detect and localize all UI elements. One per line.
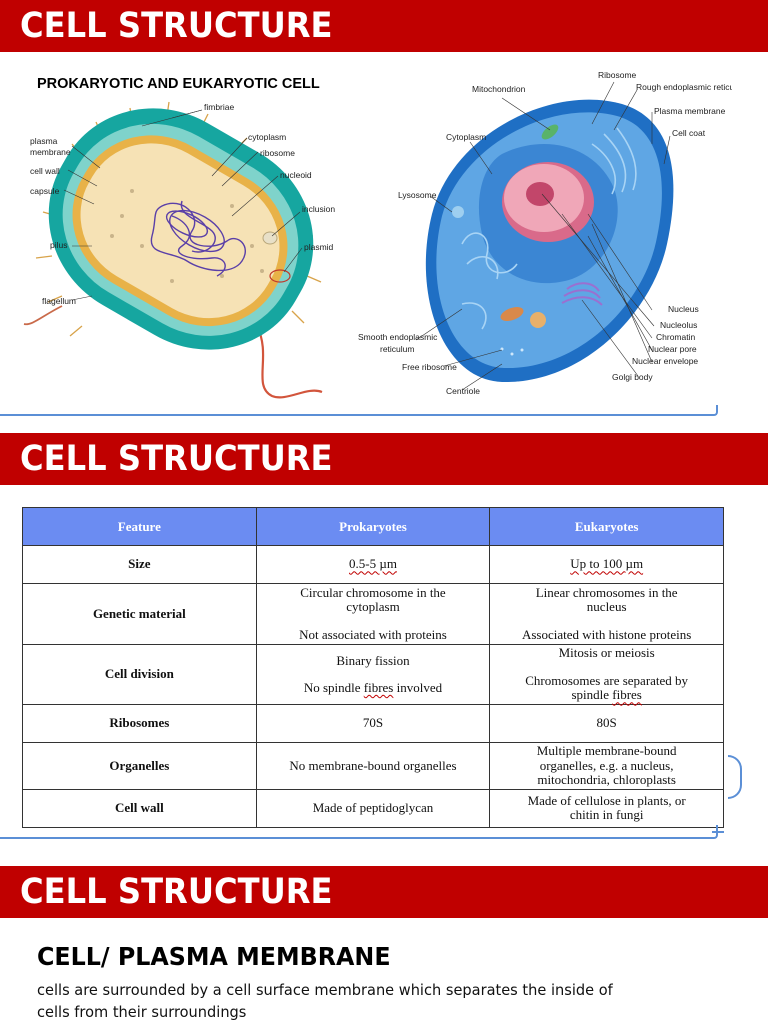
eukaryote-illustration: Mitochondrion Ribosome Rough endoplasmic… xyxy=(358,70,732,396)
label-nucleolus: Nucleolus xyxy=(660,320,697,330)
prokaryotic-cell-diagram: fimbriae plasma membrane cell wall capsu… xyxy=(22,96,340,400)
label-inclusion: inclusion xyxy=(302,204,335,214)
slide-2: CELL STRUCTURE Feature Prokaryotes Eukar… xyxy=(0,433,768,851)
label-smooth-er-2: reticulum xyxy=(380,344,414,354)
title-banner: CELL STRUCTURE xyxy=(0,866,768,918)
prokaryote-illustration: fimbriae plasma membrane cell wall capsu… xyxy=(23,101,335,399)
slide-accent-bracket xyxy=(0,825,718,839)
row-feature: Organelles xyxy=(22,742,257,790)
row-feature: Cell wall xyxy=(22,788,257,828)
label-lysosome: Lysosome xyxy=(398,190,437,200)
table-row: Cell wall Made of peptidoglycan Made of … xyxy=(22,788,724,828)
label-cell-wall: cell wall xyxy=(30,166,60,176)
cell-euk: Multiple membrane-bound organelles, e.g.… xyxy=(489,742,724,790)
label-chromatin: Chromatin xyxy=(656,332,695,342)
label-plasmid: plasmid xyxy=(304,242,334,252)
label-plasma-membrane: Plasma membrane xyxy=(654,106,726,116)
row-feature: Ribosomes xyxy=(22,704,257,743)
cell-prok: Binary fission No spindle fibres involve… xyxy=(255,644,491,705)
label-cytoplasm-euk: Cytoplasm xyxy=(446,132,486,142)
slide-title: CELL STRUCTURE xyxy=(20,872,333,912)
label-ribosome-euk: Ribosome xyxy=(598,70,637,80)
slide-3: CELL STRUCTURE CELL/ PLASMA MEMBRANE cel… xyxy=(0,866,768,1024)
slide-1: CELL STRUCTURE PROKARYOTIC AND EUKARYOTI… xyxy=(0,0,768,418)
cell-euk: Mitosis or meiosis Chromosomes are separ… xyxy=(489,644,724,705)
cell-prok: 0.5-5 µm xyxy=(255,545,491,584)
title-banner: CELL STRUCTURE xyxy=(0,0,768,52)
label-nucleus: Nucleus xyxy=(668,304,699,314)
diagram-subtitle: PROKARYOTIC AND EUKARYOTIC CELL xyxy=(37,76,320,92)
comparison-table: Feature Prokaryotes Eukaryotes Size 0.5-… xyxy=(22,507,724,828)
eukaryotic-cell-diagram: Mitochondrion Ribosome Rough endoplasmic… xyxy=(352,64,732,404)
slide-accent-curve xyxy=(728,755,742,799)
slide-title: CELL STRUCTURE xyxy=(20,6,333,46)
slide-accent-notch xyxy=(712,831,724,833)
label-free-ribosome: Free ribosome xyxy=(402,362,457,372)
label-ribosome: ribosome xyxy=(260,148,295,158)
section-heading: CELL/ PLASMA MEMBRANE xyxy=(37,942,391,971)
table-row: Organelles No membrane-bound organelles … xyxy=(22,742,724,790)
label-plasma-1: plasma xyxy=(30,136,58,146)
label-cytoplasm: cytoplasm xyxy=(248,132,286,142)
cell-euk: 80S xyxy=(489,704,724,743)
section-text: cells are surrounded by a cell surface m… xyxy=(37,981,613,1021)
table-row: Genetic material Circular chromosome in … xyxy=(22,583,724,645)
slide-title: CELL STRUCTURE xyxy=(20,439,333,479)
cell-euk: Up to 100 µm xyxy=(489,545,724,584)
table-header-row: Feature Prokaryotes Eukaryotes xyxy=(22,507,724,546)
header-eukaryotes: Eukaryotes xyxy=(489,507,724,546)
title-banner: CELL STRUCTURE xyxy=(0,433,768,485)
slide-accent-bracket xyxy=(0,405,718,416)
label-nuclear-envelope: Nuclear envelope xyxy=(632,356,698,366)
label-golgi-body: Golgi body xyxy=(612,372,653,382)
label-nucleoid: nucleoid xyxy=(280,170,312,180)
label-centriole: Centriole xyxy=(446,386,480,396)
header-prokaryotes: Prokaryotes xyxy=(255,507,491,546)
label-pilus: pilus xyxy=(50,240,67,250)
label-plasma-2: membrane xyxy=(30,147,71,157)
cell-prok: 70S xyxy=(255,704,491,743)
label-nuclear-pore: Nuclear pore xyxy=(648,344,697,354)
row-feature: Genetic material xyxy=(22,583,257,645)
cell-prok: Made of peptidoglycan xyxy=(255,788,491,828)
row-feature: Cell division xyxy=(22,644,257,705)
table-row: Cell division Binary fission No spindle … xyxy=(22,644,724,705)
table-row: Ribosomes 70S 80S xyxy=(22,704,724,743)
label-flagellum: flagellum xyxy=(42,296,76,306)
label-mitochondrion: Mitochondrion xyxy=(472,84,526,94)
header-feature: Feature xyxy=(22,507,257,546)
table-row: Size 0.5-5 µm Up to 100 µm xyxy=(22,545,724,584)
label-smooth-er-1: Smooth endoplasmic xyxy=(358,332,438,342)
label-rough-er: Rough endoplasmic reticulum xyxy=(636,82,732,92)
cell-euk: Made of cellulose in plants, or chitin i… xyxy=(489,788,724,828)
cell-prok: No membrane-bound organelles xyxy=(255,742,491,790)
cell-euk: Linear chromosomes in the nucleus Associ… xyxy=(489,583,724,645)
row-feature: Size xyxy=(22,545,257,584)
label-fimbriae: fimbriae xyxy=(204,102,235,112)
label-capsule: capsule xyxy=(30,186,60,196)
label-cell-coat: Cell coat xyxy=(672,128,706,138)
cell-prok: Circular chromosome in the cytoplasm Not… xyxy=(255,583,491,645)
